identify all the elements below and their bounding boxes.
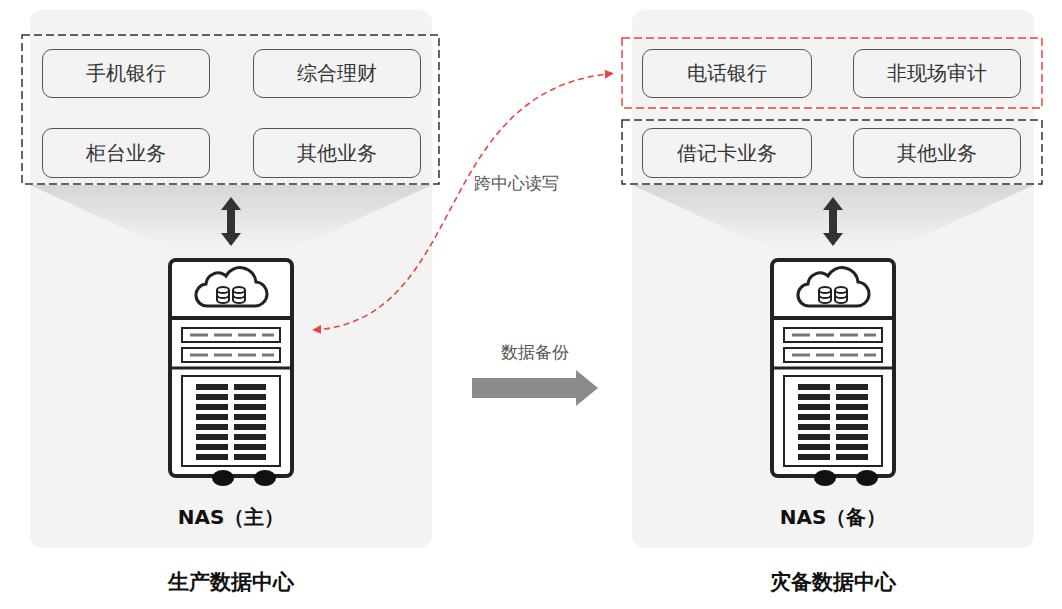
box-label: 借记卡业务 (677, 140, 777, 167)
service-box: 非现场审计 (853, 49, 1021, 98)
box-label: 综合理财 (297, 60, 377, 87)
shadow-trapezoid (632, 185, 1034, 247)
service-box: 其他业务 (253, 128, 421, 178)
box-label: 其他业务 (297, 140, 377, 167)
nas-server: NAS（备） (770, 258, 896, 487)
panel-background (30, 10, 432, 548)
panel-background (632, 10, 1034, 548)
service-box: 手机银行 (42, 49, 210, 98)
box-label: 柜台业务 (86, 140, 166, 167)
double-arrow (823, 197, 843, 246)
box-label: 其他业务 (897, 140, 977, 167)
connector-label: 数据备份 (501, 341, 569, 364)
data-center-panel: 灾备数据中心电话银行非现场审计借记卡业务其他业务NAS（备） (632, 10, 1034, 548)
service-box: 柜台业务 (42, 128, 210, 178)
service-box: 综合理财 (253, 49, 421, 98)
server-icon (170, 260, 292, 486)
server-label: NAS（主） (128, 504, 334, 531)
nas-server: NAS（主） (168, 258, 294, 487)
server-label: NAS（备） (730, 504, 936, 531)
backup-arrow (472, 370, 598, 406)
panel-title: 灾备数据中心 (632, 568, 1034, 596)
shadow-trapezoid (30, 185, 432, 247)
double-arrow (221, 197, 241, 246)
read-write-connector (314, 74, 612, 331)
box-label: 手机银行 (86, 60, 166, 87)
box-label: 电话银行 (687, 60, 767, 87)
data-center-panel: 生产数据中心手机银行综合理财柜台业务其他业务NAS（主） (30, 10, 432, 548)
dashed-group (22, 35, 439, 184)
service-box: 电话银行 (642, 49, 812, 98)
connector-label: 跨中心读写 (474, 172, 559, 195)
server-icon (772, 260, 894, 486)
service-box: 借记卡业务 (642, 128, 812, 178)
service-box: 其他业务 (853, 128, 1021, 178)
box-label: 非现场审计 (887, 60, 987, 87)
dashed-group (622, 120, 1042, 184)
panel-title: 生产数据中心 (30, 568, 432, 596)
highlight-group (622, 38, 1042, 108)
